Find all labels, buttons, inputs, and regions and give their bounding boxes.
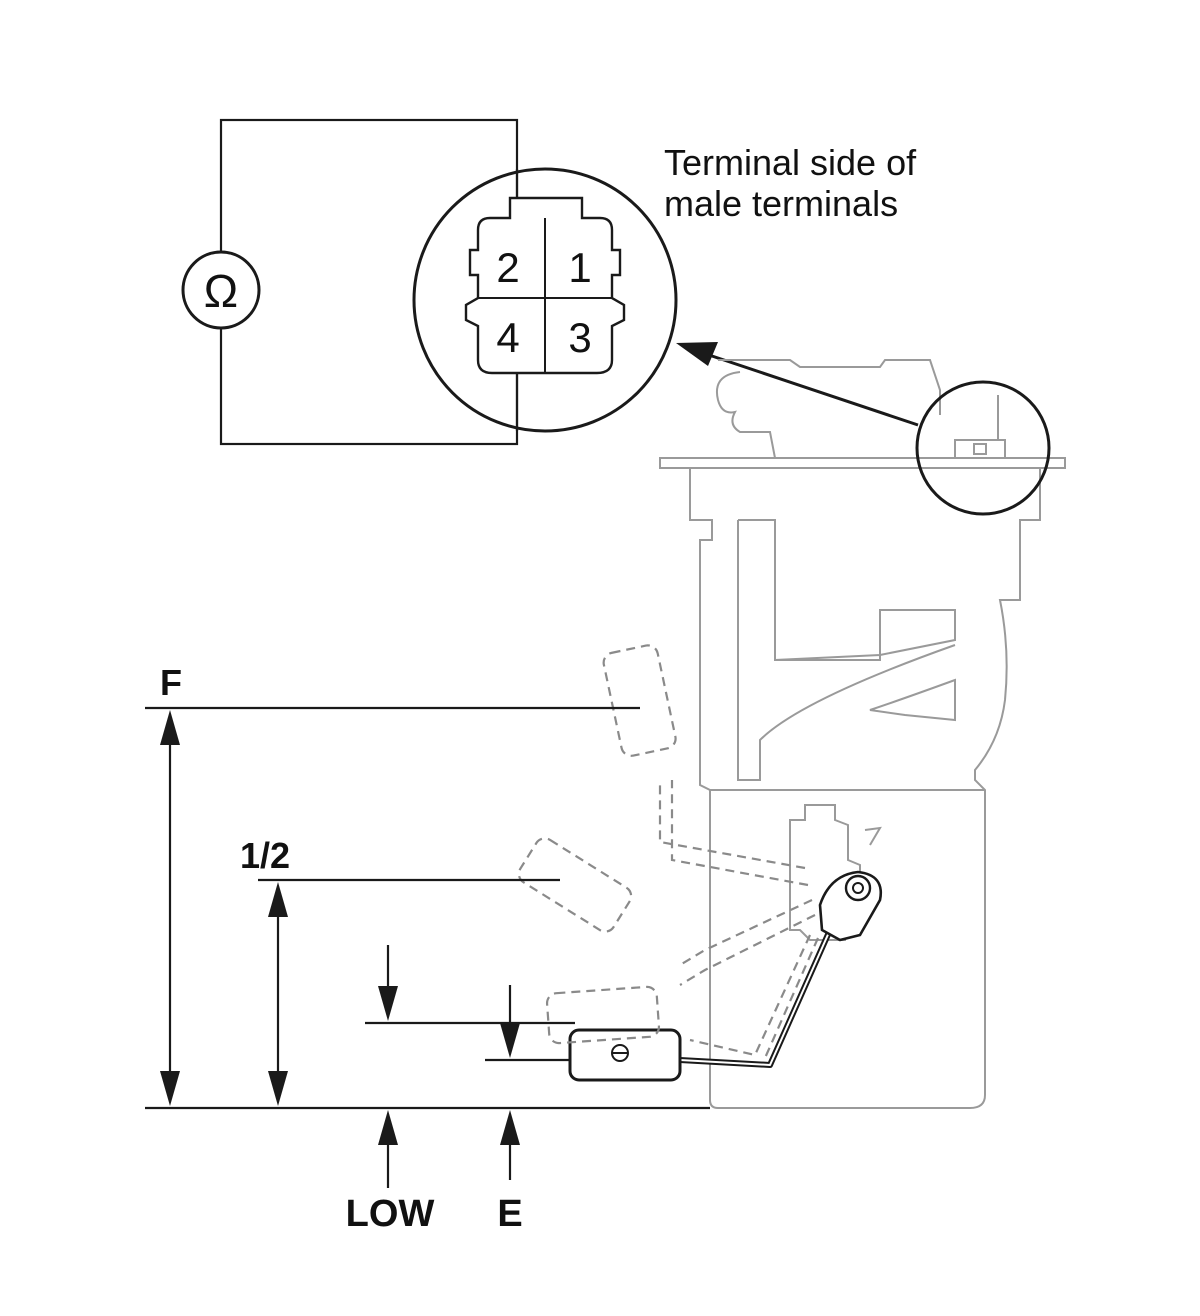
level-label-half: 1/2 <box>240 835 290 876</box>
caption-line-1: Terminal side of <box>664 142 917 183</box>
pin-2-label: 2 <box>496 244 519 291</box>
connector-location-circle <box>915 380 1051 516</box>
connector-magnified: 2 1 4 3 <box>412 167 678 433</box>
level-label-full: F <box>160 662 182 703</box>
pin-3-label: 3 <box>568 314 591 361</box>
pin-4-label: 4 <box>496 314 519 361</box>
level-dimensions <box>145 706 710 1188</box>
level-label-low: LOW <box>346 1193 435 1235</box>
float-arm-mechanism <box>517 644 883 1082</box>
caption-line-2: male terminals <box>664 183 898 224</box>
ohmmeter-icon <box>181 250 261 330</box>
fuel-sender-body <box>659 359 1066 1109</box>
ohm-symbol: Ω <box>204 265 238 317</box>
pin-1-label: 1 <box>568 244 591 291</box>
pointer-arrow <box>676 342 919 427</box>
level-label-empty: E <box>497 1193 522 1235</box>
connector-housing <box>464 196 626 375</box>
ohmmeter-circuit: Ω <box>181 118 519 446</box>
